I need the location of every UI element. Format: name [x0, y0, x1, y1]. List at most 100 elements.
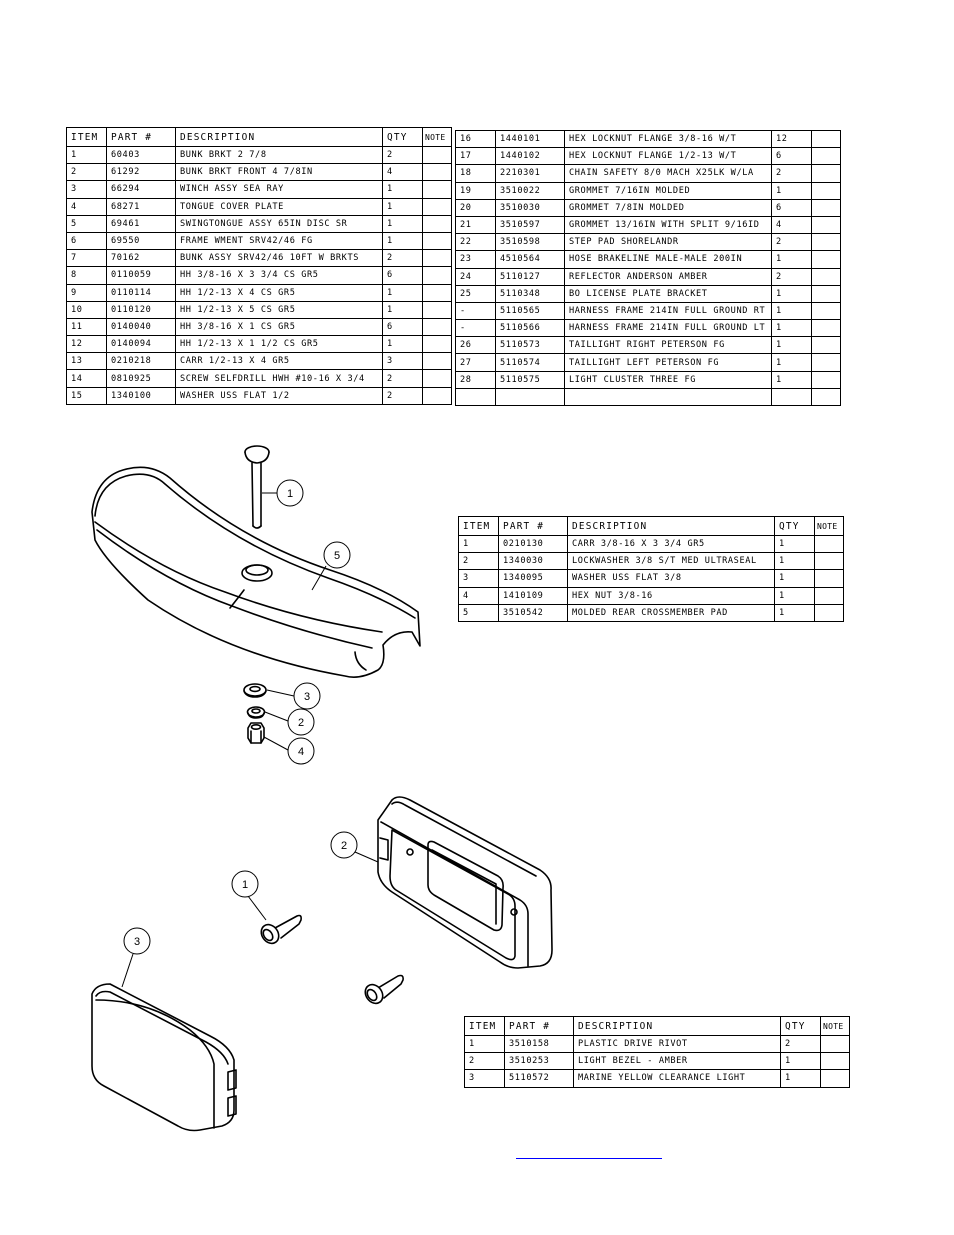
cell-description: SCREW SELFDRILL HWH #10-16 X 3/4 — [175, 369, 383, 388]
cell-description: HEX NUT 3/8-16 — [567, 586, 775, 605]
hyperlink-underline[interactable] — [516, 1158, 662, 1159]
cell-note — [820, 1069, 850, 1088]
cell-note — [811, 370, 841, 389]
cell-part-number: 5110565 — [495, 301, 565, 321]
cell-qty: 1 — [382, 283, 423, 302]
cell-note — [820, 1034, 850, 1054]
cell-part-number — [495, 387, 565, 407]
col-header-part: PART # — [498, 516, 568, 536]
callout-label: 4 — [298, 746, 304, 758]
cell-note — [814, 534, 844, 554]
cell-description: WASHER USS FLAT 3/8 — [567, 569, 775, 588]
cell-qty: 1 — [771, 336, 812, 355]
cell-note — [422, 369, 452, 388]
col-header-note: NOTE — [422, 127, 452, 147]
cell-part-number: 3510158 — [504, 1034, 574, 1054]
cell-part-number: 5110572 — [504, 1069, 574, 1088]
cell-item: 22 — [455, 233, 496, 252]
cell-part-number: 61292 — [106, 163, 176, 182]
cell-note — [811, 233, 841, 252]
cell-part-number: 66294 — [106, 180, 176, 199]
cell-qty: 2 — [771, 267, 812, 286]
cell-note — [811, 147, 841, 166]
cell-qty: 4 — [382, 163, 423, 182]
cell-part-number: 2210301 — [495, 164, 565, 183]
cell-note — [814, 569, 844, 588]
cell-description: REFLECTOR ANDERSON AMBER — [564, 267, 772, 286]
cell-item: 20 — [455, 198, 496, 217]
cell-item: 7 — [66, 249, 107, 268]
cell-item: - — [455, 319, 496, 338]
cell-item: 24 — [455, 267, 496, 286]
cell-note — [811, 353, 841, 372]
cell-qty: 1 — [382, 197, 423, 216]
cell-part-number: 69461 — [106, 214, 176, 233]
cell-description: BUNK BRKT 2 7/8 — [175, 145, 383, 165]
callout-bubble — [293, 682, 321, 710]
cell-part-number: 70162 — [106, 249, 176, 268]
callout-label: 1 — [242, 879, 248, 891]
cell-note — [814, 586, 844, 605]
cell-part-number: 3510030 — [495, 198, 565, 217]
cell-item: 13 — [66, 352, 107, 371]
cell-item: 1 — [66, 145, 107, 165]
col-header-part: PART # — [504, 1016, 574, 1036]
cell-note — [814, 603, 844, 622]
col-header-item: ITEM — [66, 127, 107, 147]
cell-note — [422, 335, 452, 354]
cell-note — [814, 552, 844, 571]
drive-rivet-icon — [260, 914, 302, 945]
callout-bubble — [287, 708, 315, 736]
cell-qty: 3 — [382, 352, 423, 371]
cell-item: - — [455, 301, 496, 321]
cell-description: HH 1/2-13 X 1 1/2 CS GR5 — [175, 335, 383, 354]
cell-item: 2 — [66, 163, 107, 182]
cell-part-number: 5110575 — [495, 370, 565, 389]
cell-description: GROMMET 7/8IN MOLDED — [564, 198, 772, 217]
cell-item: 27 — [455, 353, 496, 372]
cell-item: 15 — [66, 386, 107, 405]
cell-note — [811, 267, 841, 286]
cell-part-number: 69550 — [106, 231, 176, 251]
cell-qty: 1 — [771, 370, 812, 389]
cell-description: LIGHT CLUSTER THREE FG — [564, 370, 772, 389]
cell-qty: 1 — [774, 603, 815, 622]
cell-qty: 2 — [771, 164, 812, 183]
cell-qty: 2 — [382, 145, 423, 165]
cell-qty: 1 — [780, 1069, 821, 1088]
table-header-row: ITEM PART # DESCRIPTION QTY NOTE — [66, 127, 452, 147]
cell-note — [811, 301, 841, 321]
cell-note — [811, 164, 841, 183]
cell-item: 14 — [66, 369, 107, 388]
callout-bubble — [287, 737, 315, 765]
cell-note — [422, 317, 452, 337]
cell-description: BUNK ASSY SRV42/46 10FT W BRKTS — [175, 249, 383, 268]
cell-description: CARR 1/2-13 X 4 GR5 — [175, 352, 383, 371]
cell-note — [811, 181, 841, 200]
cell-description: GROMMET 13/16IN WITH SPLIT 9/16ID — [564, 215, 772, 235]
cell-description — [564, 387, 772, 407]
cell-item — [455, 387, 496, 407]
cell-qty: 1 — [774, 552, 815, 571]
callout-bubble — [323, 541, 351, 569]
cell-part-number: 1340095 — [498, 569, 568, 588]
